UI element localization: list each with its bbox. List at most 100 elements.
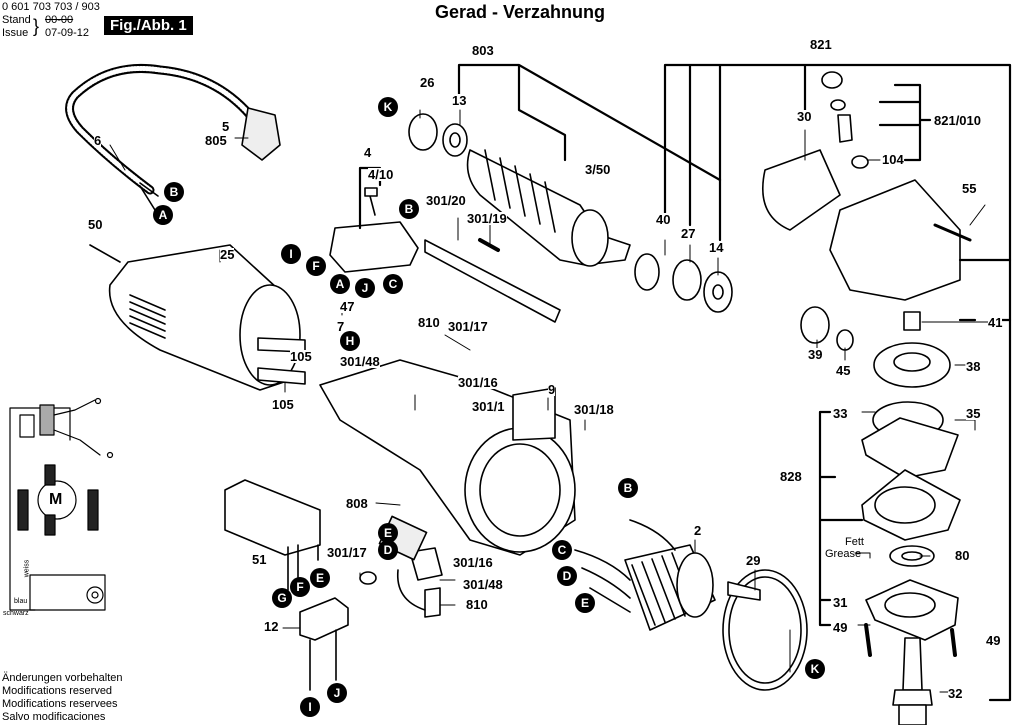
field-coil-drawing xyxy=(574,519,716,631)
brace-icon: } xyxy=(33,16,40,36)
part-label-41: 41 xyxy=(988,315,1003,330)
wire-label-white: weiss xyxy=(23,559,31,578)
part-label-51: 51 xyxy=(252,552,267,567)
part-label-104: 104 xyxy=(882,152,904,167)
bevel-gear-drawing xyxy=(800,306,951,388)
part-label-9: 9 xyxy=(548,382,556,397)
connection-marker-e3: E xyxy=(575,593,595,613)
switch-lower-drawing xyxy=(359,515,443,618)
part-label-38: 38 xyxy=(966,359,981,374)
connection-marker-c1: C xyxy=(383,274,403,294)
part-label-14: 14 xyxy=(709,240,724,255)
power-cord-drawing xyxy=(65,63,281,211)
motor-housing-drawing xyxy=(89,244,306,391)
connection-marker-e2: E xyxy=(310,568,330,588)
issue-label: Issue xyxy=(2,27,29,39)
part-label-301-48b: 301/48 xyxy=(463,577,503,592)
part-label-55: 55 xyxy=(962,181,977,196)
connection-marker-k2: K xyxy=(805,659,825,679)
part-label-31: 31 xyxy=(833,595,848,610)
part-label-4: 4 xyxy=(364,145,372,160)
part-label-27: 27 xyxy=(681,226,696,241)
part-label-25: 25 xyxy=(220,247,235,262)
part-label-2: 2 xyxy=(694,523,702,538)
grease-note-de: Fett xyxy=(845,536,864,548)
connection-marker-j2: J xyxy=(327,683,347,703)
spindle-lock-drawing xyxy=(821,71,869,169)
part-label-40: 40 xyxy=(656,212,671,227)
part-label-821: 821 xyxy=(810,37,832,52)
part-label-47: 47 xyxy=(340,299,355,314)
grease-note-en: Grease xyxy=(825,548,862,560)
footer-line-en: Modifications reserved xyxy=(2,685,113,697)
part-label-301-17a: 301/17 xyxy=(448,319,488,334)
part-label-301-17b: 301/17 xyxy=(327,545,367,560)
part-label-828: 828 xyxy=(780,469,802,484)
part-label-810b: 810 xyxy=(466,597,488,612)
issue-date: 07-09-12 xyxy=(45,27,90,39)
air-baffle-drawing xyxy=(722,569,808,691)
part-label-3-50: 3/50 xyxy=(585,162,611,177)
stand-label: Stand xyxy=(2,14,31,26)
connection-marker-j1: J xyxy=(355,278,375,298)
spindle-drawing xyxy=(864,579,959,725)
part-label-808: 808 xyxy=(346,496,368,511)
part-label-45: 45 xyxy=(836,363,851,378)
part-label-49b: 49 xyxy=(986,633,1001,648)
connection-marker-a1: A xyxy=(153,205,173,225)
part-label-39: 39 xyxy=(808,347,823,362)
connection-marker-h1: H xyxy=(340,331,360,351)
bearing-rings-drawing xyxy=(634,253,733,313)
footer-line-es: Salvo modificaciones xyxy=(2,711,106,723)
gear-head-drawing xyxy=(761,149,972,301)
bearings-drawing xyxy=(408,113,468,157)
connection-marker-b1: B xyxy=(164,182,184,202)
part-label-810a: 810 xyxy=(418,315,440,330)
connection-marker-c2: C xyxy=(552,540,572,560)
connection-marker-a2: A xyxy=(330,274,350,294)
part-label-821-010: 821/010 xyxy=(934,113,981,128)
part-label-301-1: 301/1 xyxy=(472,399,505,414)
part-label-12: 12 xyxy=(264,619,279,634)
wire-label-blue: blau xyxy=(14,598,28,605)
part-label-6: 6 xyxy=(94,133,102,148)
part-label-35: 35 xyxy=(966,406,981,421)
connection-marker-b2: B xyxy=(399,199,419,219)
page-title: Gerad - Verzahnung xyxy=(435,2,606,22)
part-label-301-16a: 301/16 xyxy=(458,375,498,390)
part-label-4-10: 4/10 xyxy=(368,167,394,182)
bearing-flange-drawing xyxy=(861,401,961,567)
old-date: 00-00 xyxy=(45,14,74,26)
brush-holder-drawing xyxy=(329,187,419,273)
part-label-32: 32 xyxy=(948,686,963,701)
armature-drawing xyxy=(466,149,631,267)
connection-marker-f2: F xyxy=(290,577,310,597)
connection-marker-k1: K xyxy=(378,97,398,117)
footer-line-de: Änderungen vorbehalten xyxy=(2,672,123,684)
part-label-105a: 105 xyxy=(290,349,312,364)
wire-label-black: schwarz xyxy=(3,610,29,617)
connection-marker-b3: B xyxy=(618,478,638,498)
leader-lines xyxy=(358,63,1012,702)
connection-marker-i2: I xyxy=(300,697,320,717)
connection-marker-d1: D xyxy=(378,540,398,560)
figure-label: Fig./Abb. 1 xyxy=(104,16,193,35)
connection-marker-e1: E xyxy=(378,523,398,543)
part-label-13: 13 xyxy=(452,93,467,108)
part-label-7: 7 xyxy=(337,319,345,334)
part-label-33: 33 xyxy=(833,406,848,421)
connection-marker-g1: G xyxy=(272,588,292,608)
suppressor-drawing xyxy=(224,479,321,591)
field-housing-drawing xyxy=(319,359,576,556)
capacitor-drawing xyxy=(299,597,349,691)
connection-marker-d2: D xyxy=(557,566,577,586)
connection-marker-f1: F xyxy=(306,256,326,276)
wiring-diagram xyxy=(9,397,114,611)
part-label-301-19: 301/19 xyxy=(467,211,507,226)
part-label-80: 80 xyxy=(955,548,970,563)
part-label-301-18: 301/18 xyxy=(574,402,614,417)
part-label-805: 805 xyxy=(205,133,227,148)
part-label-301-16b: 301/16 xyxy=(453,555,493,570)
part-label-50: 50 xyxy=(88,217,103,232)
